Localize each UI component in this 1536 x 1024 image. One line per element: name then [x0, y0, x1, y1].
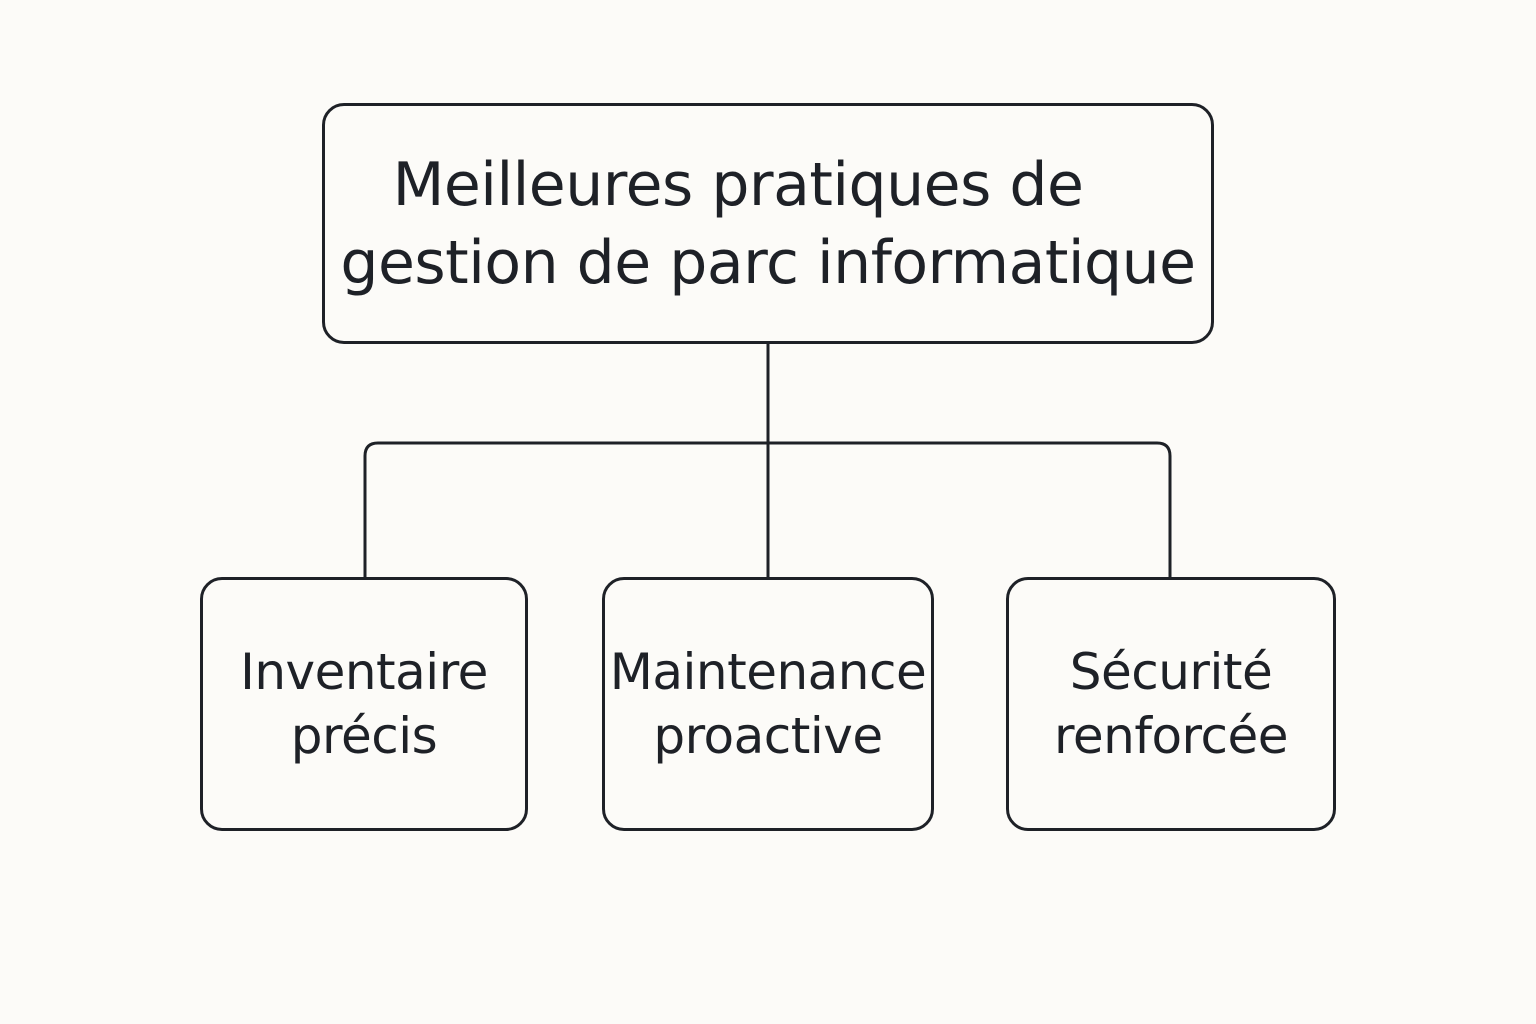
root-node: Meilleures pratiques de gestion de parc … — [322, 103, 1214, 344]
child-node-inventaire: Inventaire précis — [200, 577, 528, 831]
child-label-maintenance-line-2: proactive — [653, 707, 883, 765]
child-node-maintenance: Maintenance proactive — [602, 577, 934, 831]
root-label-line-1: Meilleures pratiques de — [392, 149, 1084, 220]
connector-branch-right — [766, 441, 1172, 579]
child-node-securite: Sécurité renforcée — [1006, 577, 1336, 831]
child-label-securite-line-2: renforcée — [1053, 707, 1289, 765]
child-label-inventaire: Inventaire précis — [240, 640, 488, 768]
child-label-inventaire-line-2: précis — [290, 707, 438, 765]
child-label-inventaire-line-1: Inventaire — [240, 643, 488, 701]
connector-branch-left — [363, 441, 770, 579]
child-label-securite-line-1: Sécurité — [1069, 643, 1273, 701]
child-label-maintenance-line-1: Maintenance — [609, 643, 927, 701]
root-label-line-2: gestion de parc informatique — [340, 227, 1196, 298]
child-label-maintenance: Maintenance proactive — [610, 640, 927, 768]
child-label-securite: Sécurité renforcée — [1053, 640, 1289, 768]
root-label: Meilleures pratiques de gestion de parc … — [340, 146, 1196, 302]
